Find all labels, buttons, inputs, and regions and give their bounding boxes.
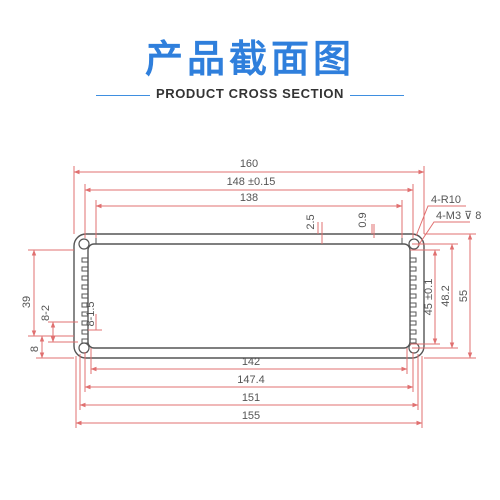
dim-left-8-2: 8-2 <box>40 305 52 321</box>
left-dimensions <box>28 249 102 359</box>
dim-width-148: 148 ±0.15 <box>227 176 276 188</box>
dim-height-45: 45 ±0.1 <box>423 279 435 316</box>
left-fin-teeth <box>81 257 89 353</box>
section-header: PRODUCT CROSS SECTION <box>0 86 500 106</box>
screw-hole-bottom-left <box>78 342 90 354</box>
dim-left-8: 8 <box>29 346 41 352</box>
top-dimensions <box>73 166 425 244</box>
left-fins <box>81 257 89 353</box>
right-fin-teeth <box>409 257 417 353</box>
dim-width-142: 142 <box>242 356 260 368</box>
header-rule-right <box>350 95 404 96</box>
page-subtitle: PRODUCT CROSS SECTION <box>155 86 345 101</box>
callout-leaders <box>415 205 470 247</box>
callout-thread: 4-M3 ⊽ 8 <box>436 210 481 222</box>
dim-width-138: 138 <box>240 192 258 204</box>
profile-outer <box>73 233 425 359</box>
dim-overall-width: 160 <box>240 158 258 170</box>
right-fins <box>409 257 417 353</box>
dim-left-8-1-5: 8-1.5 <box>85 301 97 326</box>
page-title: 产品截面图 <box>144 37 355 81</box>
dim-width-147-4: 147.4 <box>237 374 265 386</box>
screw-holes <box>78 238 420 354</box>
bottom-dimensions <box>75 348 423 428</box>
header-rule-left <box>96 95 150 96</box>
dim-2-5: 2.5 <box>305 214 317 229</box>
dim-height-55: 55 <box>458 290 470 302</box>
dim-0-9: 0.9 <box>357 212 369 227</box>
screw-hole-top-left <box>78 238 90 250</box>
right-dimensions <box>410 233 476 359</box>
callout-radius: 4-R10 <box>431 194 461 206</box>
dim-width-155: 155 <box>242 410 260 422</box>
dim-left-39: 39 <box>21 296 33 308</box>
dim-width-151: 151 <box>242 392 260 404</box>
dim-height-48-2: 48.2 <box>440 285 452 306</box>
enclosure-profile <box>73 233 425 359</box>
profile-inner <box>87 243 411 349</box>
